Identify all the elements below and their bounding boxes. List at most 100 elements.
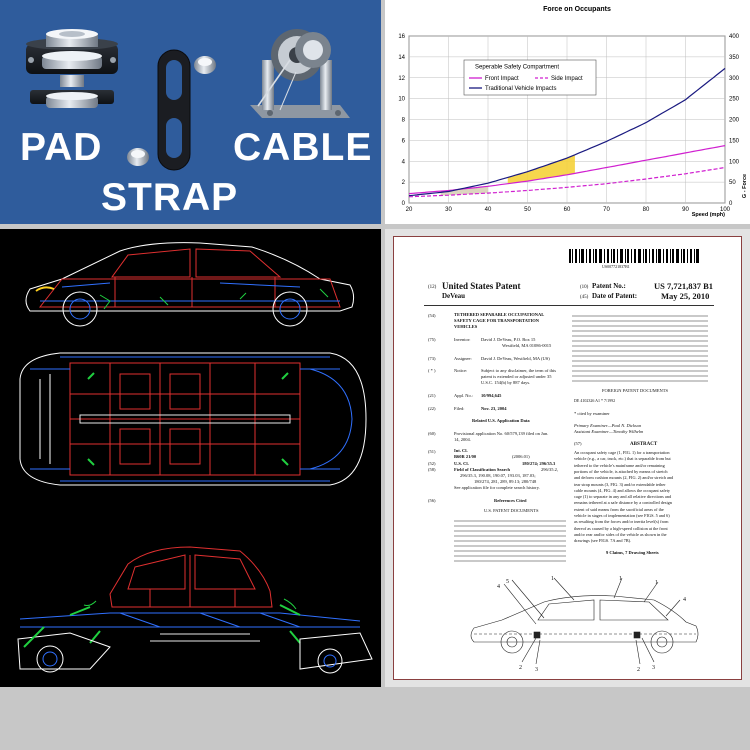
abstract-line: remains tethered at a safe distance by a… [574, 500, 672, 506]
inventor-line-2: Westfield, MA 01086-0015 [502, 343, 552, 348]
inventor-line-1: David J. DeVeau, P.O. Box 15 [481, 337, 536, 342]
related-heading: Related U.S. Application Data [472, 418, 530, 423]
barcode-number: US007721837B1 [602, 264, 630, 269]
provisional-line-2: 14, 2004. [454, 437, 471, 442]
y-right-axis-label: G - Force [742, 174, 748, 198]
y-right-tick-label: 350 [729, 55, 740, 61]
fig-label-4-right: 4 [683, 597, 686, 603]
x-tick-label: 90 [682, 207, 689, 213]
x-tick-label: 50 [524, 207, 531, 213]
abstract-line: extent of said means from the sacrificia… [574, 506, 664, 512]
code-10: (10) [580, 285, 589, 290]
code-75: (75) [428, 337, 436, 342]
fig-label-3-left: 3 [535, 667, 538, 673]
legend-front-impact: Front Impact [485, 76, 519, 82]
abstract-line: and/or rear and/or sides of the vehicle … [574, 531, 667, 537]
shaded-region-front [507, 154, 575, 184]
code-56: (56) [428, 498, 436, 503]
y-left-tick-label: 12 [398, 76, 405, 82]
abstract-line: thereof as caused by a high-speed collis… [574, 525, 668, 531]
field-see-note: See application file for complete search… [454, 485, 540, 490]
us-cl-label: U.S. Cl. [454, 461, 469, 466]
provisional-line-1: Provisional application No. 60/579,139 f… [454, 431, 549, 436]
x-tick-label: 70 [603, 207, 610, 213]
int-cl-year: (2006.01) [512, 454, 530, 459]
legend-traditional: Traditional Vehicle Impacts [485, 86, 556, 92]
series-line-2 [408, 67, 726, 197]
code-21: (21) [428, 393, 436, 398]
foreign-entry: DE 4102326 A1 * 7/1992 [574, 398, 616, 403]
chart-legend: Seperable Safety Compartment Front Impac… [463, 59, 597, 96]
y-left-tick-label: 8 [402, 118, 406, 124]
filed-date: Nov. 23, 2004 [481, 406, 507, 411]
fig-label-1-a: 1 [551, 576, 554, 582]
y-right-tick-label: 300 [729, 76, 740, 82]
cable-label: CABLE [233, 126, 373, 169]
fig-label-2-right: 2 [637, 667, 640, 673]
y-right-tick-label: 250 [729, 97, 740, 103]
primary-examiner: Primary Examiner—Paul N. Dickson [574, 423, 642, 428]
inventor-label: Inventor: [454, 337, 471, 342]
date-of-patent-label: Date of Patent: [592, 292, 638, 300]
code-57: (57) [574, 441, 582, 446]
code-45: (45) [580, 295, 589, 300]
y-right-tick-label: 400 [729, 34, 740, 40]
abstract-heading: ABSTRACT [630, 442, 658, 447]
barcode-icon [569, 249, 699, 263]
legend-side-impact: Side Impact [551, 76, 583, 82]
y-right-tick-label: 200 [729, 118, 740, 124]
code-notice: ( * ) [428, 368, 436, 373]
strap-mount-icon [127, 49, 216, 171]
abstract-line: and deform cushion mounts (2, FIG. 2) an… [574, 475, 674, 481]
assignee-label: Assignee: [454, 356, 472, 361]
title-line-1: TETHERED SEPARABLE OCCUPATIONAL [454, 312, 545, 317]
int-cl-code: B60R 21/00 [454, 454, 477, 459]
field-line-2: 296/35.3, 190.08, 190.07, 193.03, 187.03… [460, 473, 536, 478]
code-54: (54) [428, 313, 436, 318]
x-tick-label: 20 [406, 207, 413, 213]
patent-figure [470, 577, 699, 665]
y-left-tick-label: 4 [402, 159, 406, 165]
claims-line: 9 Claims, 7 Drawing Sheets [606, 550, 659, 555]
notice-line-3: U.S.C. 154(b) by 887 days. [481, 380, 531, 385]
field-of-search-label: Field of Classification Search [454, 467, 511, 472]
legend-title: Seperable Safety Compartment [475, 65, 559, 71]
us-cl-value: 180/274; 296/35.3 [522, 461, 556, 466]
abstract-line: drawings (see FIGS. 7A and 7B). [574, 538, 632, 544]
y-right-tick-label: 150 [729, 138, 740, 144]
y-left-tick-label: 6 [402, 138, 406, 144]
assignee: David J. DeVeau, Westfield, MA (US) [481, 356, 550, 361]
code-22: (22) [428, 406, 436, 411]
code-73: (73) [428, 356, 436, 361]
cited-by-examiner-note: * cited by examiner [574, 411, 610, 416]
code-58: (58) [428, 467, 436, 472]
code-51: (51) [428, 449, 436, 454]
us-patent-docs-heading: U.S. PATENT DOCUMENTS [484, 508, 539, 513]
patent-number: US 7,721,837 B1 [654, 281, 714, 291]
y-left-tick-label: 10 [398, 97, 405, 103]
fig-label-1-c: 1 [655, 580, 658, 586]
patent-no-label: Patent No.: [592, 282, 626, 290]
fig-label-2-left: 2 [519, 665, 522, 671]
foreign-docs-heading: FOREIGN PATENT DOCUMENTS [602, 388, 669, 393]
references-heading: References Cited [494, 498, 527, 503]
vehicle-cad-views [17, 242, 373, 674]
strap-label: STRAP [101, 176, 239, 219]
chart-series [408, 67, 726, 198]
int-cl-label: Int. Cl. [454, 448, 468, 453]
abstract-line: cable mounts (4, FIG. 4) and allows the … [574, 487, 671, 493]
abstract-line: tethered to the vehicle's mainframe and/… [574, 462, 665, 468]
y-right-tick-label: 0 [729, 201, 733, 207]
patent-country: United States Patent [442, 281, 521, 291]
field-line-1: 296/35.2, [541, 467, 559, 472]
abstract-line: cage (1) to separate in any and all rela… [574, 494, 672, 500]
title-line-3: VEHICLES [454, 324, 478, 329]
code-52: (52) [428, 461, 436, 466]
x-tick-label: 40 [485, 207, 492, 213]
inventor-surname: DeVeau [442, 292, 466, 300]
fig-label-4-left: 4 [497, 584, 500, 590]
notice-line-1: Subject to any disclaimer, the term of t… [481, 368, 557, 373]
abstract-line: portions of the vehicle, is attached by … [574, 468, 668, 474]
